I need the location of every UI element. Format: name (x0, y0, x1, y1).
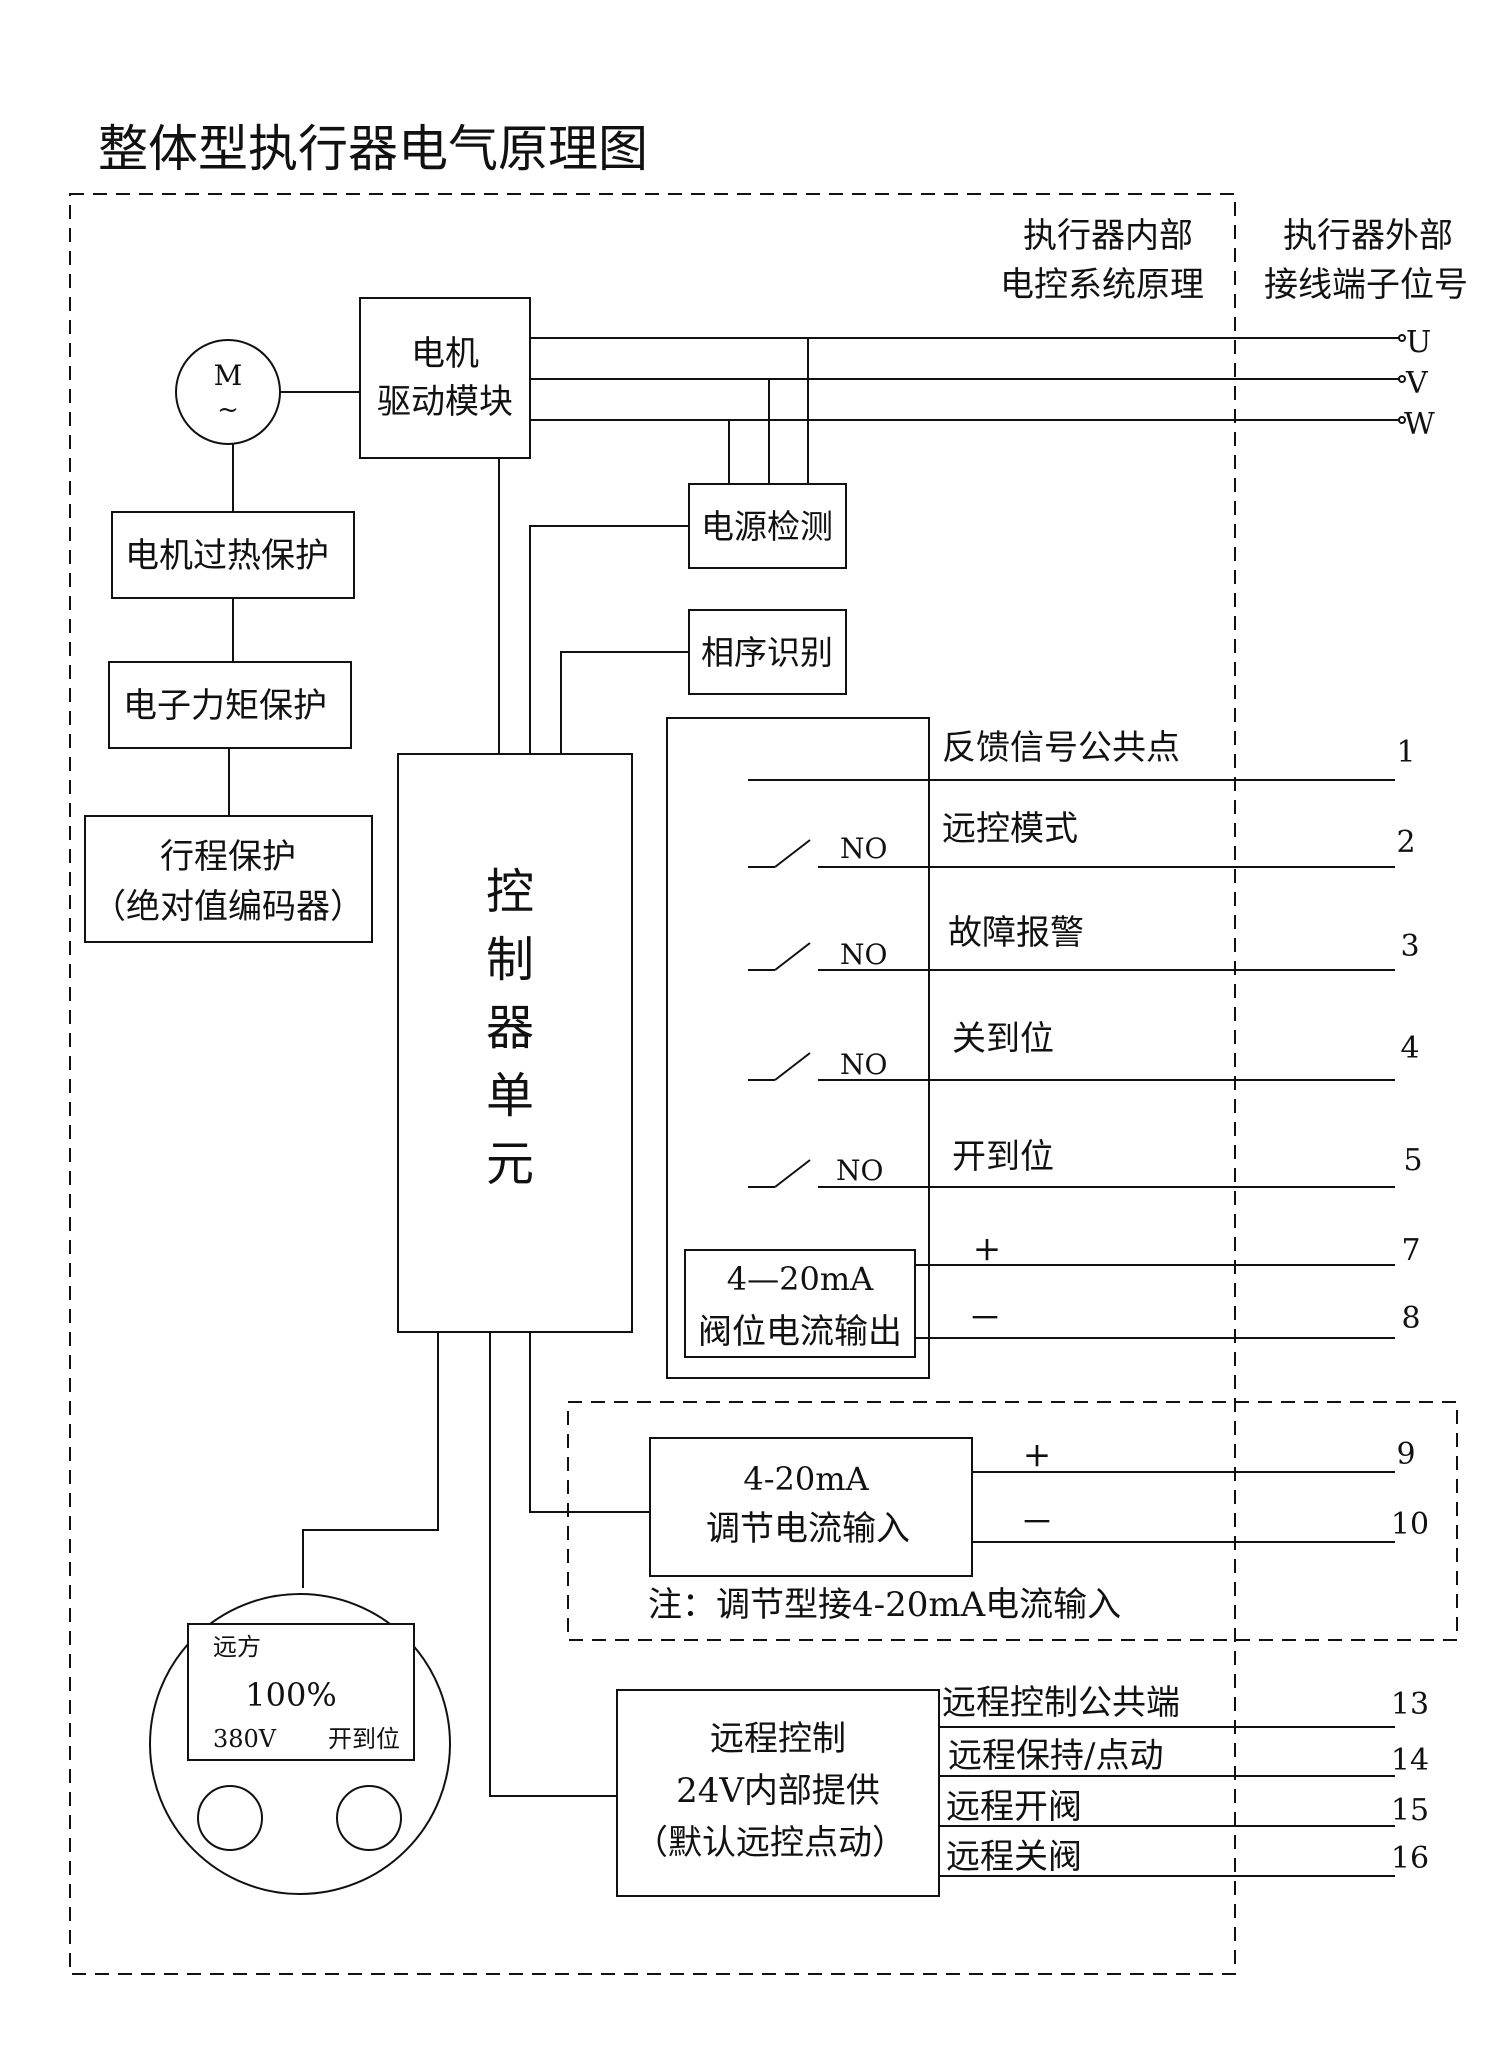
contact-2-type: NO (840, 832, 887, 865)
remote-14-label: 远程保持/点动 (948, 1736, 1163, 1776)
output-plus-sign: + (973, 1229, 1002, 1269)
contact-3-label: 故障报警 (948, 913, 1084, 953)
terminal-4: 4 (1400, 1031, 1419, 1066)
motor-drive-module (359, 297, 531, 459)
motor-symbol (175, 339, 281, 445)
contact-5-type: NO (836, 1154, 883, 1187)
display-status: 开到位 (328, 1725, 400, 1753)
contact-5-label: 开到位 (952, 1137, 1054, 1177)
phase-w-label: W (1404, 407, 1435, 442)
regulating-minus-sign: － (1020, 1503, 1054, 1543)
terminal-9: 9 (1396, 1437, 1415, 1472)
terminal-15: 15 (1391, 1793, 1429, 1828)
travel-line2: （绝对值编码器） (92, 887, 364, 927)
controller-char-4: 单 (486, 1068, 534, 1124)
terminal-13: 13 (1391, 1687, 1429, 1722)
terminal-8: 8 (1401, 1301, 1420, 1336)
terminal-16: 16 (1391, 1841, 1429, 1876)
phase-sequence-block (688, 609, 847, 695)
header-internal-line2: 电控系统原理 (1000, 265, 1204, 305)
motor-ac-symbol: ~ (217, 395, 239, 425)
terminal-14: 14 (1391, 1743, 1429, 1778)
regulating-input-block (649, 1437, 973, 1577)
controller-char-1: 控 (486, 864, 534, 920)
contact-5: NO 开到位 5 (748, 1137, 1423, 1188)
regulating-note: 注：调节型接4-20mA电流输入 (648, 1585, 1121, 1625)
motor-label: M (214, 359, 243, 392)
header-external-line1: 执行器外部 (1283, 216, 1453, 256)
header-external-line2: 接线端子位号 (1264, 265, 1468, 305)
terminal-7: 7 (1401, 1233, 1420, 1268)
phase-v-label: V (1405, 366, 1429, 401)
current-output-line1: 4—20mA (727, 1260, 874, 1298)
terminal-1: 1 (1396, 735, 1415, 770)
contact-3-type: NO (840, 938, 887, 971)
terminal-2: 2 (1396, 825, 1415, 860)
local-knob-right[interactable] (336, 1785, 402, 1851)
display-percent: 100% (245, 1676, 336, 1714)
contact-1-label: 反馈信号公共点 (942, 728, 1180, 768)
header-internal-line1: 执行器内部 (1023, 216, 1193, 256)
lcd-display (187, 1623, 415, 1761)
regulating-plus-sign: + (1023, 1435, 1052, 1475)
electronic-torque-protection (108, 661, 352, 749)
current-output-block (684, 1249, 916, 1358)
contact-4-type: NO (840, 1048, 887, 1081)
remote-16-label: 远程关阀 (946, 1837, 1082, 1877)
torque-label: 电子力矩保护 (123, 686, 327, 726)
controller-unit (397, 753, 633, 1333)
contact-2-label: 远控模式 (942, 809, 1078, 849)
motor-drive-line2: 驱动模块 (377, 382, 513, 422)
local-knob-left[interactable] (197, 1785, 263, 1851)
phase-sequence-label: 相序识别 (701, 633, 833, 672)
remote-control-line1: 远程控制 (710, 1719, 846, 1759)
terminal-5: 5 (1403, 1143, 1422, 1178)
controller-char-5: 元 (486, 1136, 534, 1192)
contact-4-label: 关到位 (952, 1019, 1054, 1059)
phase-u-label: U (1406, 325, 1431, 360)
travel-line1: 行程保护 (160, 837, 296, 877)
controller-char-3: 器 (486, 1000, 534, 1056)
remote-control-line2: 24V内部提供 (676, 1771, 880, 1811)
display-mode: 远方 (213, 1633, 261, 1661)
terminal-10: 10 (1391, 1507, 1429, 1542)
regulating-input-line2: 调节电流输入 (706, 1509, 910, 1549)
diagram-title: 整体型执行器电气原理图 (98, 120, 648, 178)
remote-13-label: 远程控制公共端 (942, 1683, 1180, 1723)
overheat-label: 电机过热保护 (125, 536, 329, 576)
display-voltage: 380V (213, 1725, 277, 1753)
remote-control-line3: （默认远控点动） (634, 1823, 906, 1863)
regulating-group (567, 1401, 1458, 1641)
power-detect-block (688, 483, 847, 569)
travel-protection (84, 815, 373, 943)
motor-drive-line1: 电机 (411, 334, 479, 374)
regulating-input-line1: 4-20mA (743, 1460, 869, 1498)
power-detect-label: 电源检测 (701, 507, 833, 546)
controller-char-2: 制 (486, 932, 534, 988)
current-output-line2: 阀位电流输出 (698, 1312, 902, 1352)
output-minus-sign: － (968, 1299, 1002, 1339)
terminal-3: 3 (1400, 929, 1419, 964)
internal-boundary (69, 193, 1236, 1975)
contact-3: NO 故障报警 3 (748, 913, 1420, 971)
contact-2: NO 远控模式 2 (748, 809, 1416, 868)
contact-4: NO 关到位 4 (748, 1019, 1420, 1081)
remote-15-label: 远程开阀 (946, 1787, 1082, 1827)
remote-control-block (616, 1689, 940, 1897)
